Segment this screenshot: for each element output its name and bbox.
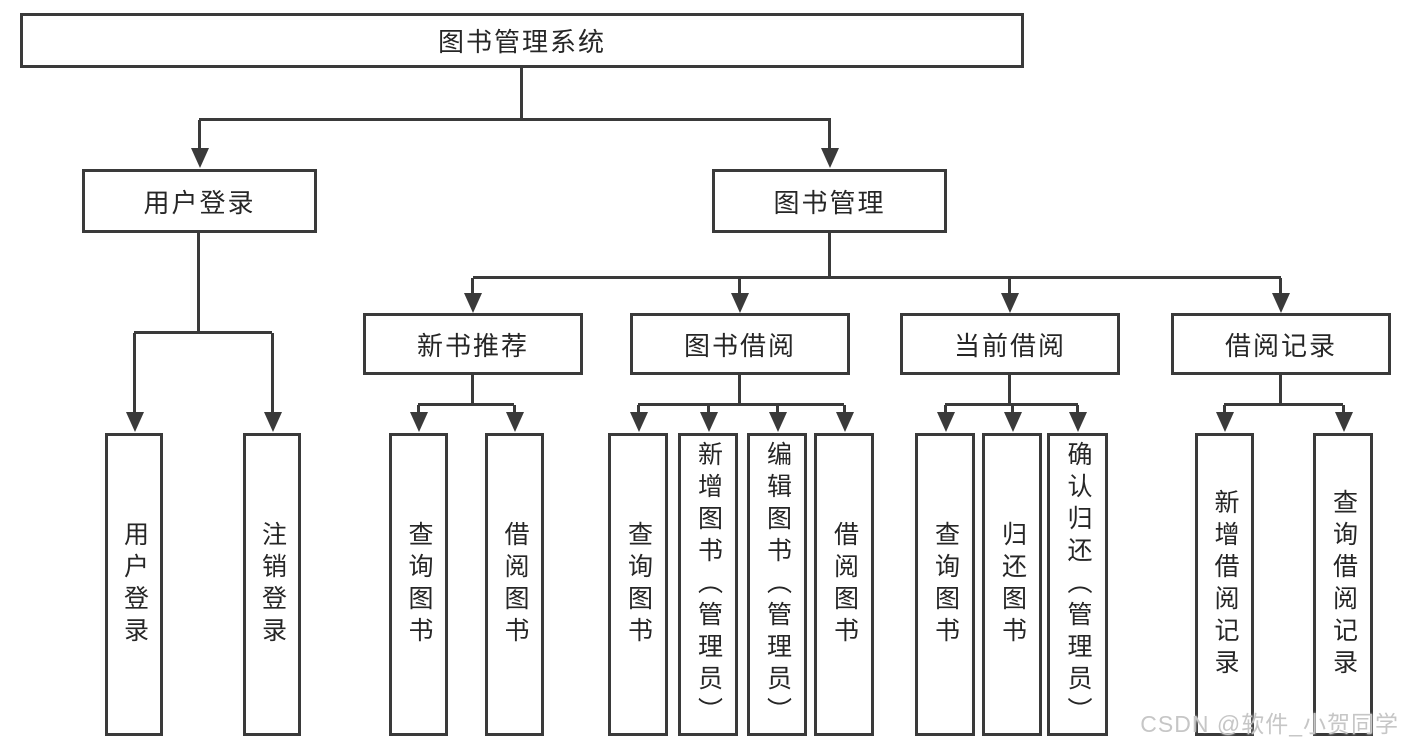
leaf-return-book: 归还图书 xyxy=(982,433,1042,736)
arrow-cb-return xyxy=(1011,405,1014,412)
leaf-newbook-query-book: 查询图书 xyxy=(389,433,448,736)
node-user-login: 用户登录 xyxy=(82,169,317,233)
connector-root-stem xyxy=(520,68,523,120)
csdn-watermark: CSDN @软件_小贺同学 xyxy=(1140,711,1399,737)
connector-book-management-stem xyxy=(828,233,831,278)
connector-borrow-records-stem xyxy=(1279,375,1282,405)
leaf-add-borrow-record: 新增借阅记录 xyxy=(1195,433,1254,736)
leaf-borrow-query-book-label: 查询图书 xyxy=(624,520,653,649)
arrow-to-leaf-user-login xyxy=(133,333,136,412)
leaf-newbook-borrow-book: 借阅图书 xyxy=(485,433,544,736)
arrow-to-user-login xyxy=(198,120,201,148)
node-new-book-recommend-label: 新书推荐 xyxy=(416,330,529,361)
connector-level3-rail xyxy=(473,276,1281,279)
connector-new-book-rail xyxy=(418,403,514,406)
leaf-edit-book-admin-label: 编辑图书（管理员） xyxy=(763,440,792,729)
arrow-to-book-management xyxy=(828,120,831,148)
connector-level2-rail xyxy=(199,118,831,121)
node-borrow-records-label: 借阅记录 xyxy=(1224,330,1337,361)
connector-borrow-records-rail xyxy=(1224,403,1343,406)
leaf-user-login-label: 用户登录 xyxy=(120,520,149,649)
leaf-borrow-query-book: 查询图书 xyxy=(608,433,668,736)
leaf-confirm-return-admin: 确认归还（管理员） xyxy=(1047,433,1108,736)
leaf-add-borrow-record-label: 新增借阅记录 xyxy=(1211,488,1239,681)
connector-user-login-stem xyxy=(197,233,200,333)
leaf-newbook-borrow-book-label: 借阅图书 xyxy=(501,520,529,649)
leaf-logout: 注销登录 xyxy=(243,433,301,736)
node-new-book-recommend: 新书推荐 xyxy=(363,313,583,375)
arrow-newbook-borrow xyxy=(513,405,516,412)
node-book-management: 图书管理 xyxy=(712,169,947,233)
node-book-borrow: 图书借阅 xyxy=(630,313,850,375)
leaf-return-book-label: 归还图书 xyxy=(998,520,1027,649)
arrow-bb-add xyxy=(707,405,710,412)
connector-new-book-stem xyxy=(471,375,474,405)
leaf-add-book-admin-label: 新增图书（管理员） xyxy=(694,440,723,729)
leaf-add-book-admin: 新增图书（管理员） xyxy=(678,433,738,736)
connector-book-borrow-rail xyxy=(638,403,844,406)
node-user-login-label: 用户登录 xyxy=(143,187,256,218)
arrow-cb-query xyxy=(944,405,947,412)
arrow-bb-edit xyxy=(776,405,779,412)
connector-book-borrow-stem xyxy=(738,375,741,405)
arrow-bb-borrow xyxy=(843,405,846,412)
node-book-borrow-label: 图书借阅 xyxy=(683,330,796,361)
node-borrow-records: 借阅记录 xyxy=(1171,313,1391,375)
leaf-borrow-borrow-book: 借阅图书 xyxy=(814,433,874,736)
arrow-cb-confirm xyxy=(1076,405,1079,412)
arrow-to-current-borrow xyxy=(1008,278,1011,293)
leaf-logout-label: 注销登录 xyxy=(258,520,287,649)
leaf-query-borrow-record-label: 查询借阅记录 xyxy=(1329,488,1358,681)
node-current-borrow-label: 当前借阅 xyxy=(953,330,1066,361)
leaf-borrow-borrow-book-label: 借阅图书 xyxy=(830,520,859,649)
leaf-edit-book-admin: 编辑图书（管理员） xyxy=(747,433,807,736)
arrow-to-book-borrow xyxy=(738,278,741,293)
node-root-label: 图书管理系统 xyxy=(437,27,606,57)
arrow-to-new-book-recommend xyxy=(471,278,474,293)
connector-user-login-rail xyxy=(134,331,272,334)
arrow-newbook-query xyxy=(417,405,420,412)
arrow-to-leaf-logout xyxy=(271,333,274,412)
leaf-newbook-query-book-label: 查询图书 xyxy=(405,520,433,649)
arrow-br-query xyxy=(1342,405,1345,412)
arrow-to-borrow-records xyxy=(1279,278,1282,293)
leaf-confirm-return-admin-label: 确认归还（管理员） xyxy=(1064,440,1092,729)
node-book-management-label: 图书管理 xyxy=(773,187,886,218)
arrow-br-add xyxy=(1223,405,1226,412)
node-current-borrow: 当前借阅 xyxy=(900,313,1120,375)
leaf-query-borrow-record: 查询借阅记录 xyxy=(1313,433,1373,736)
leaf-current-query-book: 查询图书 xyxy=(915,433,975,736)
arrow-bb-query xyxy=(637,405,640,412)
node-root: 图书管理系统 xyxy=(20,13,1024,68)
connector-current-borrow-stem xyxy=(1008,375,1011,405)
leaf-user-login: 用户登录 xyxy=(105,433,163,736)
leaf-current-query-book-label: 查询图书 xyxy=(931,520,960,649)
